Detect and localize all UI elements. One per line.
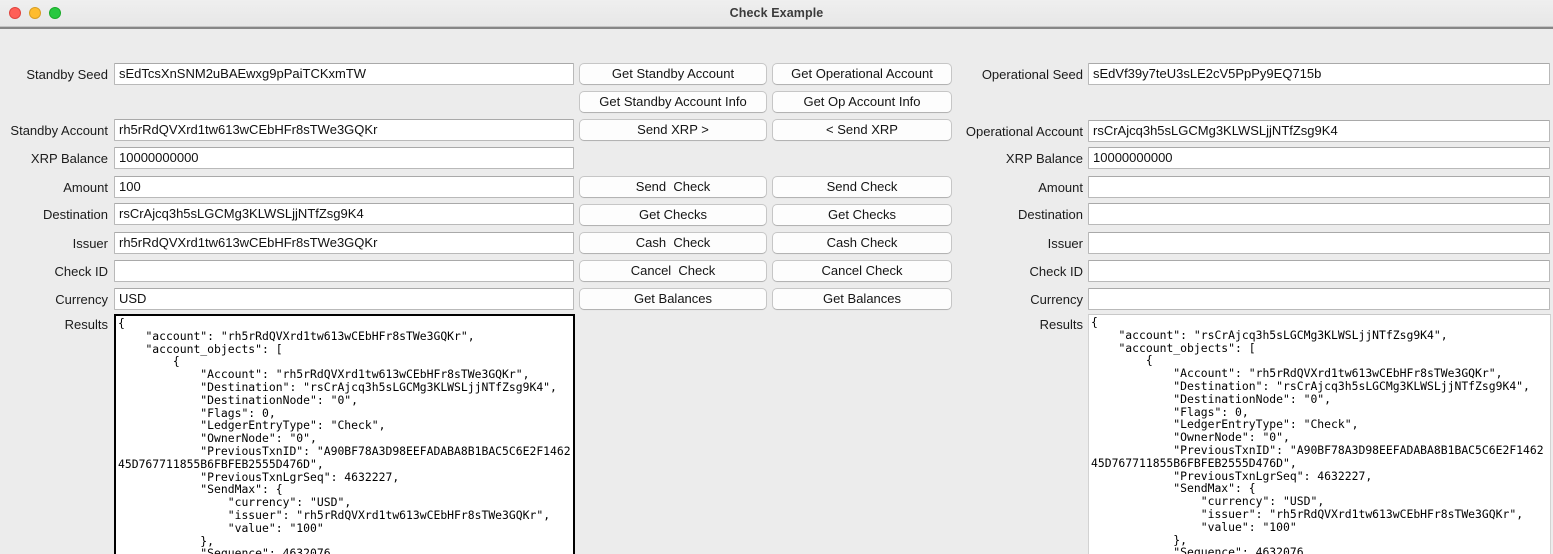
operational-destination-input[interactable]	[1088, 203, 1550, 225]
standby-results-textarea[interactable]: { "account": "rh5rRdQVXrd1tw613wCEbHFr8s…	[114, 314, 575, 554]
standby-issuer-input[interactable]: rh5rRdQVXrd1tw613wCEbHFr8sTWe3GQKr	[114, 232, 574, 254]
window-title: Check Example	[729, 6, 824, 20]
standby-check-id-input[interactable]	[114, 260, 574, 282]
operational-seed-label: Operational Seed	[981, 67, 1083, 82]
operational-xrp-balance-input[interactable]: 10000000000	[1088, 147, 1550, 169]
operational-check-id-input[interactable]	[1088, 260, 1550, 282]
operational-results-textarea[interactable]: { "account": "rsCrAjcq3h5sLGCMg3KLWSLjjN…	[1088, 314, 1551, 554]
standby-account-label: Standby Account	[10, 123, 108, 138]
close-window-icon[interactable]	[9, 7, 21, 19]
standby-xrp-balance-input[interactable]: 10000000000	[114, 147, 574, 169]
standby-get-checks-button[interactable]: Get Checks	[579, 204, 767, 226]
standby-currency-label: Currency	[55, 292, 108, 307]
operational-destination-label: Destination	[1017, 207, 1083, 222]
get-op-account-info-button[interactable]: Get Op Account Info	[772, 91, 952, 113]
standby-account-input[interactable]: rh5rRdQVXrd1tw613wCEbHFr8sTWe3GQKr	[114, 119, 574, 141]
get-standby-account-button[interactable]: Get Standby Account	[579, 63, 767, 85]
operational-currency-label: Currency	[1030, 292, 1083, 307]
operational-account-input[interactable]: rsCrAjcq3h5sLGCMg3KLWSLjjNTfZsg9K4	[1088, 120, 1550, 142]
operational-account-label: Operational Account	[965, 124, 1083, 139]
standby-xrp-balance-label: XRP Balance	[30, 151, 108, 166]
send-xrp-left-button[interactable]: < Send XRP	[772, 119, 952, 141]
standby-check-id-label: Check ID	[54, 264, 108, 279]
standby-issuer-label: Issuer	[72, 236, 108, 251]
window-controls	[9, 7, 61, 19]
operational-cancel-check-button[interactable]: Cancel Check	[772, 260, 952, 282]
operational-get-balances-button[interactable]: Get Balances	[772, 288, 952, 310]
get-standby-account-info-button[interactable]: Get Standby Account Info	[579, 91, 767, 113]
operational-currency-input[interactable]	[1088, 288, 1550, 310]
standby-get-balances-button[interactable]: Get Balances	[579, 288, 767, 310]
maximize-window-icon[interactable]	[49, 7, 61, 19]
window-titlebar: Check Example	[0, 0, 1553, 27]
standby-amount-label: Amount	[63, 180, 108, 195]
standby-destination-label: Destination	[42, 207, 108, 222]
standby-cancel-check-button[interactable]: Cancel Check	[579, 260, 767, 282]
operational-cash-check-button[interactable]: Cash Check	[772, 232, 952, 254]
send-xrp-right-button[interactable]: Send XRP >	[579, 119, 767, 141]
standby-seed-input[interactable]: sEdTcsXnSNM2uBAEwxg9pPaiTCKxmTW	[114, 63, 574, 85]
operational-issuer-label: Issuer	[1047, 236, 1083, 251]
operational-send-check-button[interactable]: Send Check	[772, 176, 952, 198]
operational-check-id-label: Check ID	[1029, 264, 1083, 279]
minimize-window-icon[interactable]	[29, 7, 41, 19]
operational-xrp-balance-label: XRP Balance	[1005, 151, 1083, 166]
operational-results-label: Results	[1039, 317, 1083, 332]
operational-amount-label: Amount	[1038, 180, 1083, 195]
operational-issuer-input[interactable]	[1088, 232, 1550, 254]
operational-get-checks-button[interactable]: Get Checks	[772, 204, 952, 226]
standby-cash-check-button[interactable]: Cash Check	[579, 232, 767, 254]
standby-currency-input[interactable]: USD	[114, 288, 574, 310]
window-body: Standby Seed sEdTcsXnSNM2uBAEwxg9pPaiTCK…	[0, 27, 1553, 554]
standby-seed-label: Standby Seed	[26, 67, 108, 82]
standby-amount-input[interactable]: 100	[114, 176, 574, 198]
operational-amount-input[interactable]	[1088, 176, 1550, 198]
operational-seed-input[interactable]: sEdVf39y7teU3sLE2cV5PpPy9EQ715b	[1088, 63, 1550, 85]
standby-results-label: Results	[64, 317, 108, 332]
standby-send-check-button[interactable]: Send Check	[579, 176, 767, 198]
standby-destination-input[interactable]: rsCrAjcq3h5sLGCMg3KLWSLjjNTfZsg9K4	[114, 203, 574, 225]
get-operational-account-button[interactable]: Get Operational Account	[772, 63, 952, 85]
